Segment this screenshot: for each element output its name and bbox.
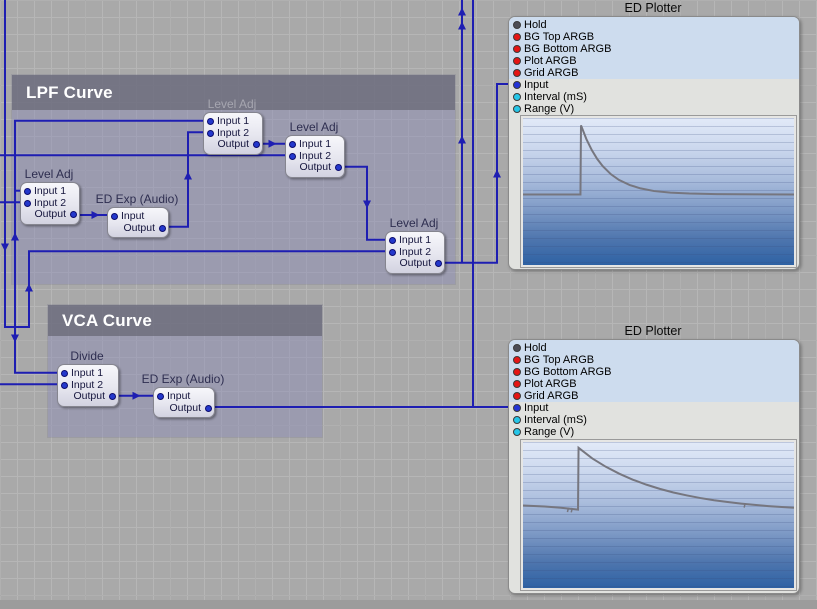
param-label: Interval (mS) — [524, 91, 587, 103]
plotter-param-top-bg — [509, 17, 799, 79]
port-input[interactable]: Input — [154, 390, 214, 403]
plotter-param-hold[interactable]: Hold — [509, 19, 799, 31]
port-dot-in[interactable] — [156, 393, 164, 401]
node-label-level-adj-3: Level Adj — [389, 216, 439, 230]
port-label: Input 1 — [399, 234, 432, 246]
param-label: Hold — [524, 19, 547, 31]
param-dot-bg-top-argb[interactable] — [512, 356, 521, 364]
plotter-param-input[interactable]: Input — [509, 402, 799, 414]
param-dot-input[interactable] — [512, 404, 521, 412]
plotter-param-hold[interactable]: Hold — [509, 342, 799, 354]
port-label: Output — [73, 390, 105, 403]
param-dot-grid-argb[interactable] — [512, 392, 521, 400]
port-dot-in[interactable] — [60, 381, 68, 389]
plotter-param-plot-argb[interactable]: Plot ARGB — [509, 378, 799, 390]
param-label: Range (V) — [524, 426, 575, 438]
param-dot-plot-argb[interactable] — [512, 57, 521, 65]
param-label: Grid ARGB — [524, 390, 579, 402]
plot-display-plotter-2 — [521, 440, 796, 590]
param-label: Plot ARGB — [524, 378, 577, 390]
port-input-2[interactable]: Input 2 — [58, 378, 118, 392]
bottom-edge-band — [0, 600, 817, 609]
param-dot-interval-ms-[interactable] — [512, 416, 521, 424]
plot-tick-mark — [744, 503, 745, 507]
param-dot-plot-argb[interactable] — [512, 380, 521, 388]
plot-curve — [523, 125, 794, 194]
plot-curve — [523, 448, 794, 510]
port-label: Output — [399, 257, 431, 270]
plotter-param-interval-ms-[interactable]: Interval (mS) — [509, 414, 799, 426]
port-output[interactable]: Output — [154, 401, 214, 415]
param-dot-bg-bottom-argb[interactable] — [512, 45, 521, 53]
param-label: Interval (mS) — [524, 414, 587, 426]
port-label: Input 2 — [399, 245, 432, 258]
port-input-2[interactable]: Input 2 — [386, 245, 444, 259]
port-label: Input 2 — [71, 378, 104, 391]
port-dot-out[interactable] — [204, 404, 212, 412]
plotter-title-plotter-1: ED Plotter — [624, 1, 682, 15]
param-dot-interval-ms-[interactable] — [512, 93, 521, 101]
plotter-param-range-v-[interactable]: Range (V) — [509, 426, 799, 438]
param-dot-range-v-[interactable] — [512, 105, 521, 113]
port-dot-out[interactable] — [434, 260, 442, 268]
port-label: Input — [167, 390, 191, 402]
param-label: Grid ARGB — [524, 67, 579, 79]
plotter-param-top-bg — [509, 340, 799, 402]
param-dot-range-v-[interactable] — [512, 428, 521, 436]
port-dot-in[interactable] — [388, 248, 396, 256]
plotter-title-plotter-2: ED Plotter — [624, 324, 682, 338]
param-dot-bg-bottom-argb[interactable] — [512, 368, 521, 376]
port-output[interactable]: Output — [58, 391, 118, 403]
param-label: BG Top ARGB — [524, 31, 595, 43]
param-label: Plot ARGB — [524, 55, 577, 67]
param-label: Range (V) — [524, 103, 575, 115]
node-label-ed-exp-audio-vca: ED Exp (Audio) — [141, 372, 225, 386]
plotter-param-plot-argb[interactable]: Plot ARGB — [509, 55, 799, 67]
plot-display-plotter-1 — [521, 116, 796, 267]
param-dot-bg-top-argb[interactable] — [512, 33, 521, 41]
plotter-param-bg-bottom-argb[interactable]: BG Bottom ARGB — [509, 366, 799, 378]
port-input-1[interactable]: Input 1 — [386, 234, 444, 247]
param-label: Input — [524, 79, 549, 91]
param-dot-hold[interactable] — [512, 21, 521, 29]
param-dot-grid-argb[interactable] — [512, 69, 521, 77]
plot-tick-mark — [571, 508, 572, 512]
plotter-param-input[interactable]: Input — [509, 79, 799, 91]
plot-tick-mark — [567, 508, 568, 512]
param-label: BG Top ARGB — [524, 354, 595, 366]
plotter-param-grid-argb[interactable]: Grid ARGB — [509, 67, 799, 79]
port-label: Output — [169, 401, 201, 414]
port-dot-in[interactable] — [388, 237, 396, 245]
plotter-param-bg-bottom-argb[interactable]: BG Bottom ARGB — [509, 43, 799, 55]
plotter-param-bg-top-argb[interactable]: BG Top ARGB — [509, 354, 799, 366]
param-label: BG Bottom ARGB — [524, 366, 612, 378]
param-label: Hold — [524, 342, 547, 354]
param-dot-hold[interactable] — [512, 344, 521, 352]
plotter-param-interval-ms-[interactable]: Interval (mS) — [509, 91, 799, 103]
plotter-param-bg-top-argb[interactable]: BG Top ARGB — [509, 31, 799, 43]
plotter-param-range-v-[interactable]: Range (V) — [509, 103, 799, 115]
param-label: BG Bottom ARGB — [524, 43, 612, 55]
port-dot-out[interactable] — [108, 393, 116, 401]
param-dot-input[interactable] — [512, 81, 521, 89]
param-label: Input — [524, 402, 549, 414]
port-output[interactable]: Output — [386, 258, 444, 270]
plotter-param-grid-argb[interactable]: Grid ARGB — [509, 390, 799, 402]
